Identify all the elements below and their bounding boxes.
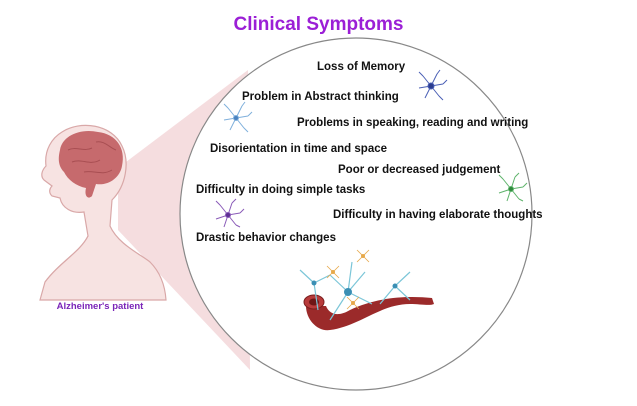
patient-caption: Alzheimer's patient bbox=[56, 301, 144, 312]
symptom-elaborate-thoughts: Difficulty in having elaborate thoughts bbox=[333, 209, 543, 221]
blood-vessel-with-neurons-icon bbox=[299, 249, 434, 331]
symptom-loss-of-memory: Loss of Memory bbox=[317, 61, 406, 73]
symptom-poor-judgement: Poor or decreased judgement bbox=[338, 164, 501, 176]
symptom-behavior-changes: Drastic behavior changes bbox=[196, 232, 336, 244]
neuron-green-icon bbox=[498, 172, 528, 202]
neuron-light-blue-icon bbox=[223, 101, 253, 133]
diagram-title: Clinical Symptoms bbox=[233, 14, 404, 35]
neuron-purple-icon bbox=[215, 198, 245, 228]
symptoms-circle bbox=[179, 37, 533, 391]
symptom-abstract-thinking: Problem in Abstract thinking bbox=[242, 91, 399, 103]
symptom-simple-tasks: Difficulty in doing simple tasks bbox=[196, 184, 366, 196]
neuron-blue-icon bbox=[418, 69, 448, 101]
symptom-disorientation: Disorientation in time and space bbox=[210, 143, 388, 155]
brain-icon bbox=[58, 130, 123, 198]
symptom-speaking-reading-writing: Problems in speaking, reading and writin… bbox=[297, 117, 529, 129]
